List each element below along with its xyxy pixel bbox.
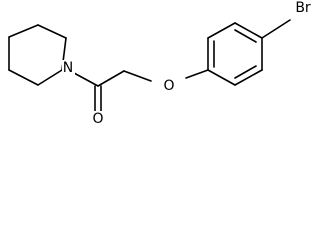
bond-aryl-br — [261, 19, 291, 39]
atom-ether-oxygen: O — [161, 78, 176, 95]
piperidine-ring — [8, 24, 67, 86]
bond-ar-3 — [234, 22, 263, 39]
bond-c4-n — [37, 69, 63, 86]
bond-carbonyl-ch2 — [97, 70, 125, 87]
bond-c1-c2 — [8, 24, 39, 38]
atom-carbonyl-oxygen: O — [91, 111, 105, 129]
bond-ar-2 — [207, 22, 236, 39]
atom-bromine: Br — [291, 0, 315, 17]
bond-ar-3-inner — [234, 29, 257, 43]
atom-nitrogen: N — [62, 60, 75, 76]
bond-ar-6 — [207, 69, 236, 86]
bond-n-carbonyl — [73, 72, 99, 87]
bond-o-aryl — [185, 69, 209, 79]
bond-ar-5 — [234, 69, 263, 86]
bond-c3-c4 — [8, 69, 39, 86]
carbonyl-oxygen-label: O — [92, 111, 103, 127]
structure-diagram: N O O Br — [8, 0, 315, 129]
ether-oxygen-label: O — [163, 78, 174, 94]
molecule-svg: N O O Br — [8, 0, 315, 129]
bromine-label: Br — [295, 0, 311, 16]
bond-ar-5-inner — [234, 65, 257, 79]
carbonyl-double-bond — [94, 85, 102, 114]
nitrogen-label: N — [63, 60, 73, 76]
benzene-ring — [207, 22, 263, 86]
bond-ch2-o — [123, 70, 152, 82]
bond-c6-c1 — [37, 24, 67, 39]
